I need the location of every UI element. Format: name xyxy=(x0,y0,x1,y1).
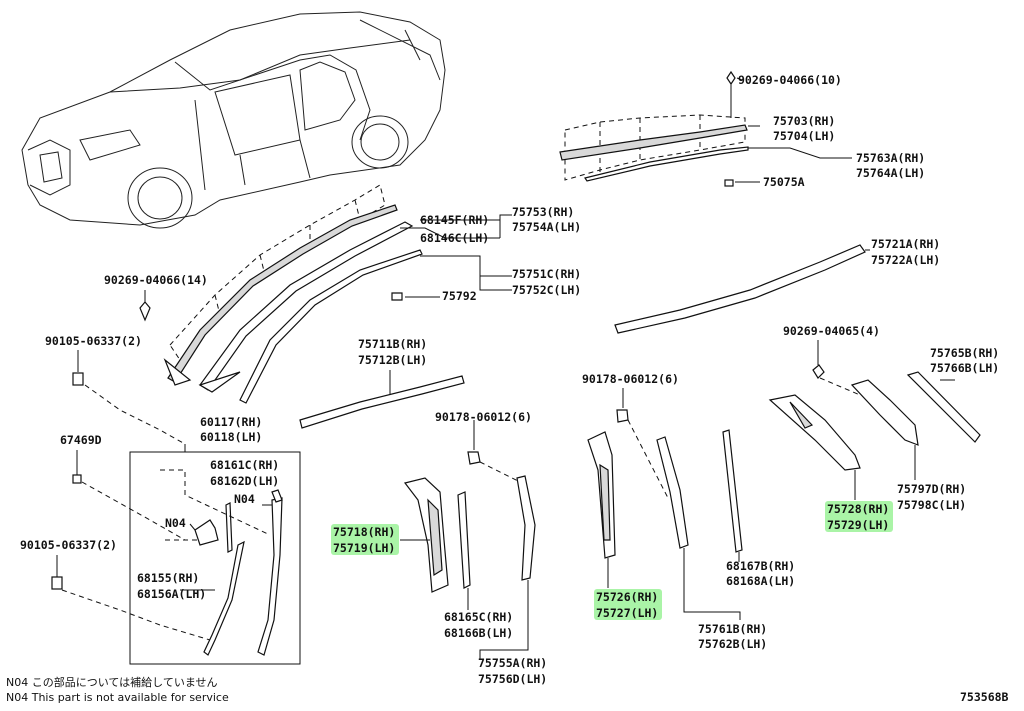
label-90105-06337-2-upper: 90105-06337(2) xyxy=(45,334,142,348)
label-67469d: 67469D xyxy=(60,433,102,447)
part-68167b xyxy=(722,429,743,562)
label-75711b-rh: 75711B(RH) xyxy=(358,337,427,351)
note-japanese: N04 この部品については補給していません xyxy=(6,675,218,689)
part-75721a xyxy=(614,244,870,334)
label-75721a-rh: 75721A(RH) xyxy=(871,237,940,251)
label-68156a-lh: 68156A(LH) xyxy=(137,587,206,601)
highlight-75726 xyxy=(594,589,662,620)
label-75718-rh: 75718(RH) xyxy=(333,525,395,539)
label-90269-04066-14: 90269-04066(14) xyxy=(104,273,208,287)
label-75753-rh: 75753(RH) xyxy=(512,205,574,219)
part-75703 xyxy=(559,70,852,187)
diagram-code: 753568B xyxy=(960,690,1009,704)
part-75718 xyxy=(400,477,449,593)
label-75727-lh: 75727(LH) xyxy=(596,606,658,620)
label-68155-rh: 68155(RH) xyxy=(137,571,199,585)
left-clips xyxy=(51,350,211,641)
label-75762b-lh: 75762B(LH) xyxy=(698,637,767,651)
label-90269-04066-10: 90269-04066(10) xyxy=(738,73,842,87)
label-75761b-rh: 75761B(RH) xyxy=(698,622,767,636)
label-75726-rh: 75726(RH) xyxy=(596,590,658,604)
part-75755a xyxy=(467,420,536,660)
label-75751c-rh: 75751C(RH) xyxy=(512,267,581,281)
label-68145f-rh: 68145F(RH) xyxy=(420,213,489,227)
label-60118-lh: 60118(LH) xyxy=(200,430,262,444)
part-68145f xyxy=(139,184,512,404)
label-75754a-lh: 75754A(LH) xyxy=(512,220,581,234)
part-labels: 90269-04066(10) 75703(RH) 75704(LH) 7576… xyxy=(20,73,999,686)
label-75792: 75792 xyxy=(442,289,477,303)
part-68165c xyxy=(457,491,471,610)
part-75765b xyxy=(906,371,981,443)
label-75704-lh: 75704(LH) xyxy=(773,129,835,143)
part-75726 xyxy=(587,388,669,588)
label-n04-upper: N04 xyxy=(234,492,255,506)
label-68167b-rh: 68167B(RH) xyxy=(726,559,795,573)
label-90178-06012-6-right: 90178-06012(6) xyxy=(582,372,679,386)
label-90269-04065-4: 90269-04065(4) xyxy=(783,324,880,338)
label-n04-lower: N04 xyxy=(165,516,186,530)
label-75703-rh: 75703(RH) xyxy=(773,114,835,128)
highlight-75718 xyxy=(331,524,399,555)
highlight-75728 xyxy=(825,501,893,532)
label-68161c-rh: 68161C(RH) xyxy=(210,458,279,472)
label-75719-lh: 75719(LH) xyxy=(333,541,395,555)
label-75764a-lh: 75764A(LH) xyxy=(856,166,925,180)
label-75765b-rh: 75765B(RH) xyxy=(930,346,999,360)
label-75722a-lh: 75722A(LH) xyxy=(871,253,940,267)
label-68168a-lh: 68168A(LH) xyxy=(726,574,795,588)
label-75752c-lh: 75752C(LH) xyxy=(512,283,581,297)
label-90178-06012-6-left: 90178-06012(6) xyxy=(435,410,532,424)
label-75798c-lh: 75798C(LH) xyxy=(897,498,966,512)
part-75797d xyxy=(850,379,919,480)
label-75075a: 75075A xyxy=(763,175,805,189)
label-68166b-lh: 68166B(LH) xyxy=(444,626,513,640)
label-75766b-lh: 75766B(LH) xyxy=(930,361,999,375)
part-60117 xyxy=(129,444,301,665)
car-illustration xyxy=(21,11,446,229)
label-75756d-lh: 75756D(LH) xyxy=(478,672,547,686)
label-75728-rh: 75728(RH) xyxy=(827,502,889,516)
label-68146c-lh: 68146C(LH) xyxy=(420,231,489,245)
label-68165c-rh: 68165C(RH) xyxy=(444,610,513,624)
label-75763a-rh: 75763A(RH) xyxy=(856,151,925,165)
label-75797d-rh: 75797D(RH) xyxy=(897,482,966,496)
label-75712b-lh: 75712B(LH) xyxy=(358,353,427,367)
part-75761b xyxy=(656,436,741,620)
part-75728 xyxy=(768,340,861,500)
label-60117-rh: 60117(RH) xyxy=(200,415,262,429)
label-75755a-rh: 75755A(RH) xyxy=(478,656,547,670)
label-68162d-lh: 68162D(LH) xyxy=(210,474,279,488)
label-90105-06337-2-lower: 90105-06337(2) xyxy=(20,538,117,552)
part-75711b xyxy=(299,370,465,429)
label-75729-lh: 75729(LH) xyxy=(827,518,889,532)
note-english: N04 This part is not available for servi… xyxy=(6,691,229,704)
